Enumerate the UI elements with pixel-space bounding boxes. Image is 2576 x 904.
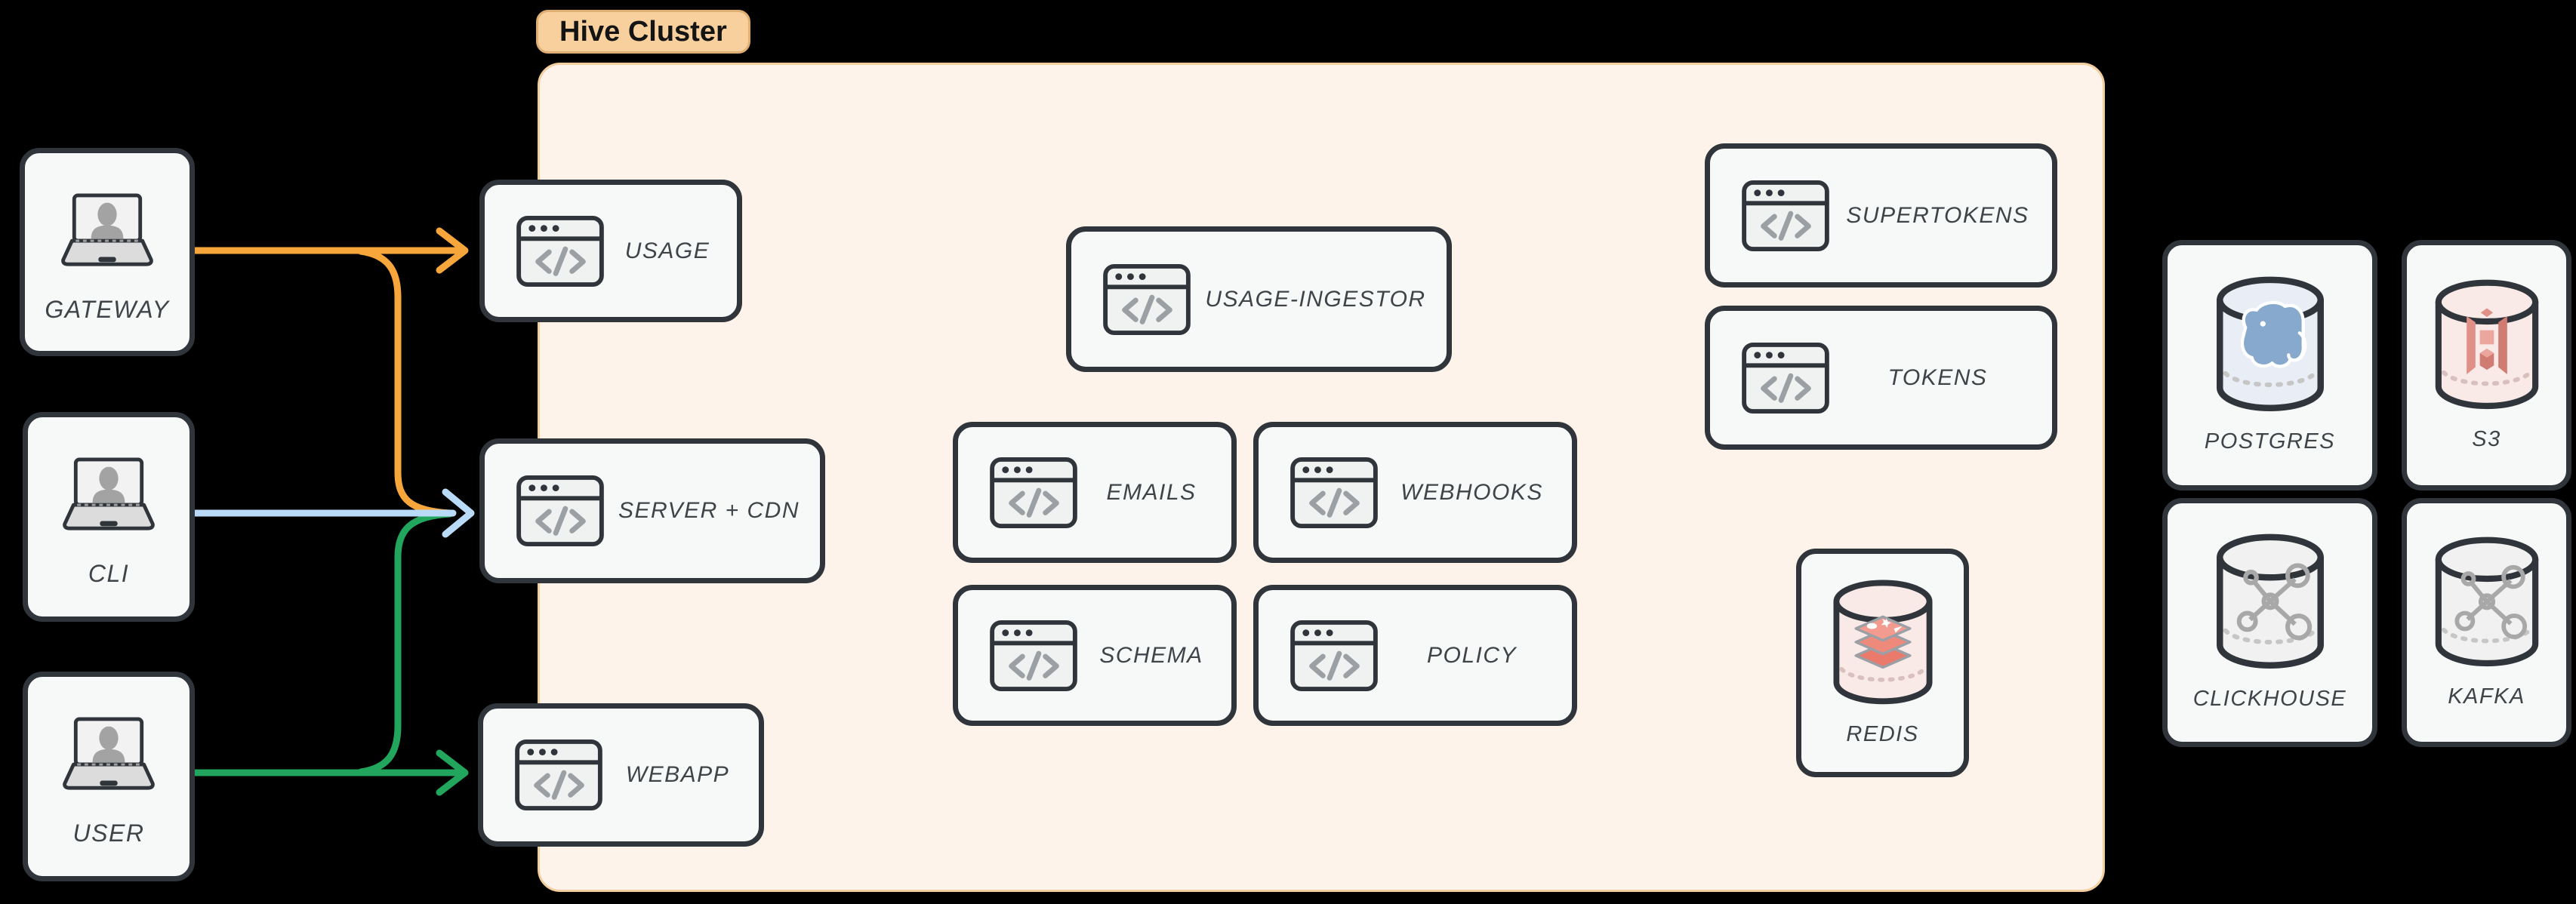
- node-server-cdn-label: SERVER + CDN: [618, 498, 800, 523]
- node-tokens: TOKENS: [1705, 306, 2057, 450]
- edge-user-servercdn: [357, 510, 454, 776]
- node-kafka: KAFKA: [2402, 498, 2571, 747]
- browser-code-icon: [1740, 341, 1831, 415]
- postgres-database-icon: [2211, 276, 2330, 417]
- browser-code-icon: [513, 738, 604, 812]
- browser-code-icon: [988, 619, 1079, 693]
- node-s3-label: S3: [2472, 426, 2501, 451]
- node-s3: S3: [2402, 240, 2571, 490]
- node-kafka-label: KAFKA: [2448, 684, 2525, 709]
- node-emails-label: EMAILS: [1106, 479, 1197, 505]
- node-postgres-label: POSTGRES: [2204, 429, 2336, 454]
- node-redis: REDIS: [1796, 549, 1969, 777]
- node-policy-label: POLICY: [1426, 642, 1518, 668]
- browser-code-icon: [988, 456, 1079, 530]
- node-clickhouse-label: CLICKHOUSE: [2192, 687, 2347, 711]
- browser-code-icon: [1289, 619, 1379, 693]
- node-policy: POLICY: [1253, 585, 1577, 726]
- arrowhead-green-webapp: [436, 749, 469, 796]
- node-usage-ingestor: USAGE-INGESTOR: [1066, 226, 1452, 372]
- node-webapp: WEBAPP: [478, 703, 764, 847]
- node-supertokens: SUPERTOKENS: [1705, 143, 2057, 287]
- node-gateway-label: GATEWAY: [45, 296, 170, 323]
- edge-gateway-servercdn: [357, 248, 454, 517]
- hive-cluster-label-chip: Hive Cluster: [536, 10, 750, 54]
- node-usage: USAGE: [479, 180, 742, 322]
- node-server-cdn: SERVER + CDN: [479, 438, 825, 583]
- edge-cli-servercdn: [191, 488, 475, 538]
- browser-code-icon: [1289, 456, 1379, 530]
- node-gateway: GATEWAY: [20, 148, 195, 356]
- node-postgres: POSTGRES: [2162, 240, 2377, 490]
- node-supertokens-label: SUPERTOKENS: [1846, 202, 2029, 228]
- cluster-database-icon: [2430, 537, 2544, 672]
- hive-cluster-label: Hive Cluster: [559, 15, 727, 48]
- laptop-user-icon: [51, 192, 164, 273]
- arrowhead-blue-servercdn: [442, 488, 475, 538]
- node-usage-label: USAGE: [624, 238, 710, 263]
- node-schema: SCHEMA: [953, 585, 1237, 726]
- node-schema-label: SCHEMA: [1099, 642, 1203, 668]
- edge-user-webapp: [191, 510, 469, 796]
- node-emails: EMAILS: [953, 422, 1237, 563]
- node-webhooks: WEBHOOKS: [1253, 422, 1577, 563]
- node-redis-label: REDIS: [1846, 721, 1919, 746]
- laptop-user-icon: [52, 716, 165, 797]
- browser-code-icon: [515, 214, 605, 288]
- node-webhooks-label: WEBHOOKS: [1400, 479, 1543, 505]
- node-cli: CLI: [23, 412, 195, 622]
- node-user: USER: [23, 672, 195, 881]
- cluster-database-icon: [2211, 533, 2330, 675]
- node-cli-label: CLI: [88, 560, 130, 587]
- node-user-label: USER: [72, 819, 145, 847]
- browser-code-icon: [515, 474, 605, 548]
- browser-code-icon: [1740, 179, 1831, 253]
- arrowhead-orange-usage: [436, 227, 469, 274]
- node-usage-ingestor-label: USAGE-INGESTOR: [1205, 286, 1426, 312]
- node-clickhouse: CLICKHOUSE: [2162, 498, 2377, 747]
- redis-database-icon: [1828, 580, 1938, 710]
- node-tokens-label: TOKENS: [1887, 364, 1988, 390]
- edge-gateway-usage: [191, 227, 469, 517]
- laptop-user-icon: [52, 457, 165, 537]
- node-webapp-label: WEBAPP: [625, 762, 730, 787]
- s3-database-icon: [2430, 279, 2544, 415]
- browser-code-icon: [1102, 263, 1192, 337]
